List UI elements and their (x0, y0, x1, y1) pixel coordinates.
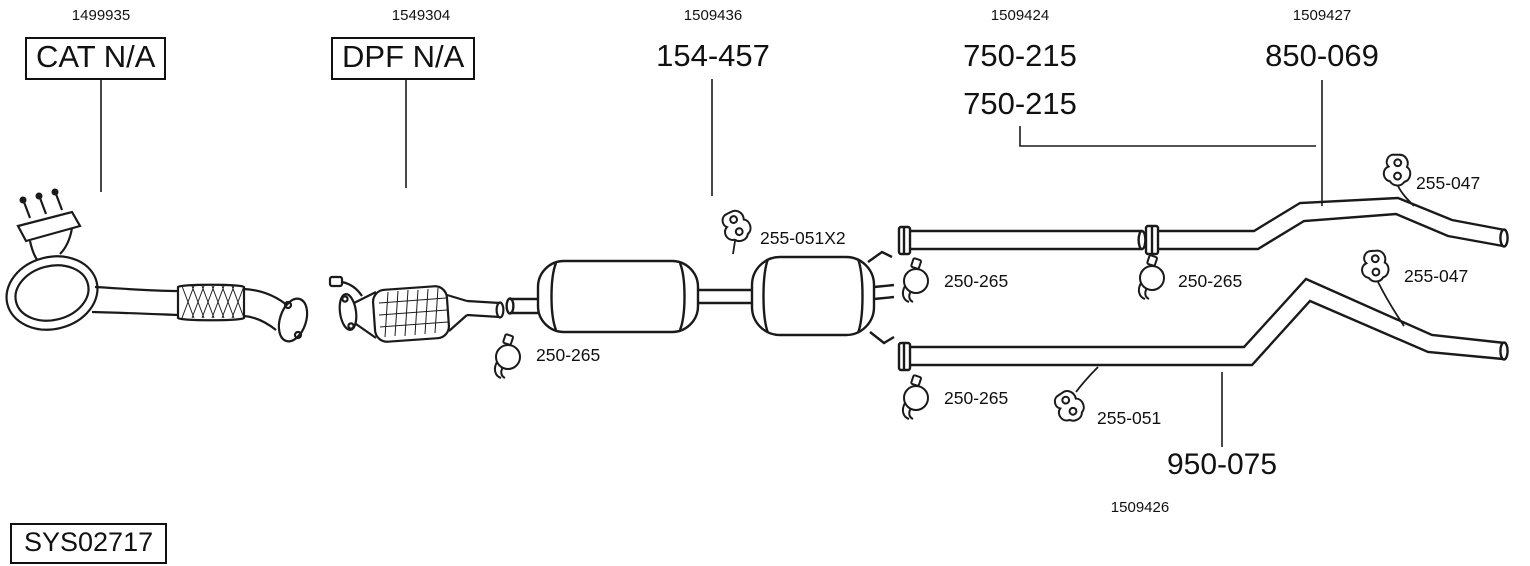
cat-part-label: CAT N/A (25, 37, 167, 80)
ref-dpf: 1549304 (391, 7, 451, 24)
upper-tailpipe-part-number: 850-069 (1265, 38, 1379, 73)
center-pipe-upper (897, 225, 1147, 256)
upper-tailpipe (1144, 196, 1509, 256)
lower-tailpipe-part-number: 950-075 (1166, 448, 1278, 481)
lower-tailpipe (1218, 277, 1509, 367)
hanger-icon-upper-right (1380, 150, 1416, 190)
clamp-icon-lower-left (901, 374, 929, 420)
clamp-icon-dpf (493, 333, 521, 379)
ref-center-pipes: 1509424 (990, 7, 1050, 24)
hanger-leads (732, 185, 1415, 393)
catalytic-converter (5, 188, 309, 343)
ref-catalytic-converter: 1499935 (71, 7, 131, 24)
hanger-mid-right-label: 255-047 (1404, 266, 1469, 286)
ref-upper-tailpipe: 1509427 (1292, 7, 1352, 24)
clamp-icon-upper-right (1137, 254, 1165, 300)
ref-center-muffler: 1509436 (683, 7, 743, 24)
center-pipe-lower (897, 341, 1218, 372)
clamp-dpf-label: 250-265 (536, 345, 601, 365)
leader-lines (100, 79, 1323, 447)
clamp-upper-right-label: 250-265 (1178, 271, 1243, 291)
hanger-lower-label: 255-051 (1097, 408, 1162, 428)
hanger-icon-center (719, 207, 754, 245)
hanger-icon-mid-right (1359, 247, 1393, 285)
ref-lower-tailpipe: 1509426 (1110, 499, 1170, 516)
hanger-icon-lower (1051, 386, 1089, 426)
system-code-box: SYS02717 (10, 523, 168, 564)
center-muffler-part-number: 154-457 (656, 38, 770, 73)
dpf (328, 275, 505, 343)
center-pipe-part-number-2: 750-215 (963, 86, 1077, 121)
dpf-part-label: DPF N/A (331, 37, 476, 80)
hanger-upper-right-label: 255-047 (1416, 173, 1481, 193)
center-pipe-part-number-1: 750-215 (963, 38, 1077, 73)
clamp-lower-left-label: 250-265 (944, 388, 1009, 408)
center-muffler (505, 250, 895, 345)
hanger-center-label: 255-051X2 (760, 228, 846, 248)
clamp-upper-left-label: 250-265 (944, 271, 1009, 291)
clamp-icon-upper-left (901, 257, 929, 303)
